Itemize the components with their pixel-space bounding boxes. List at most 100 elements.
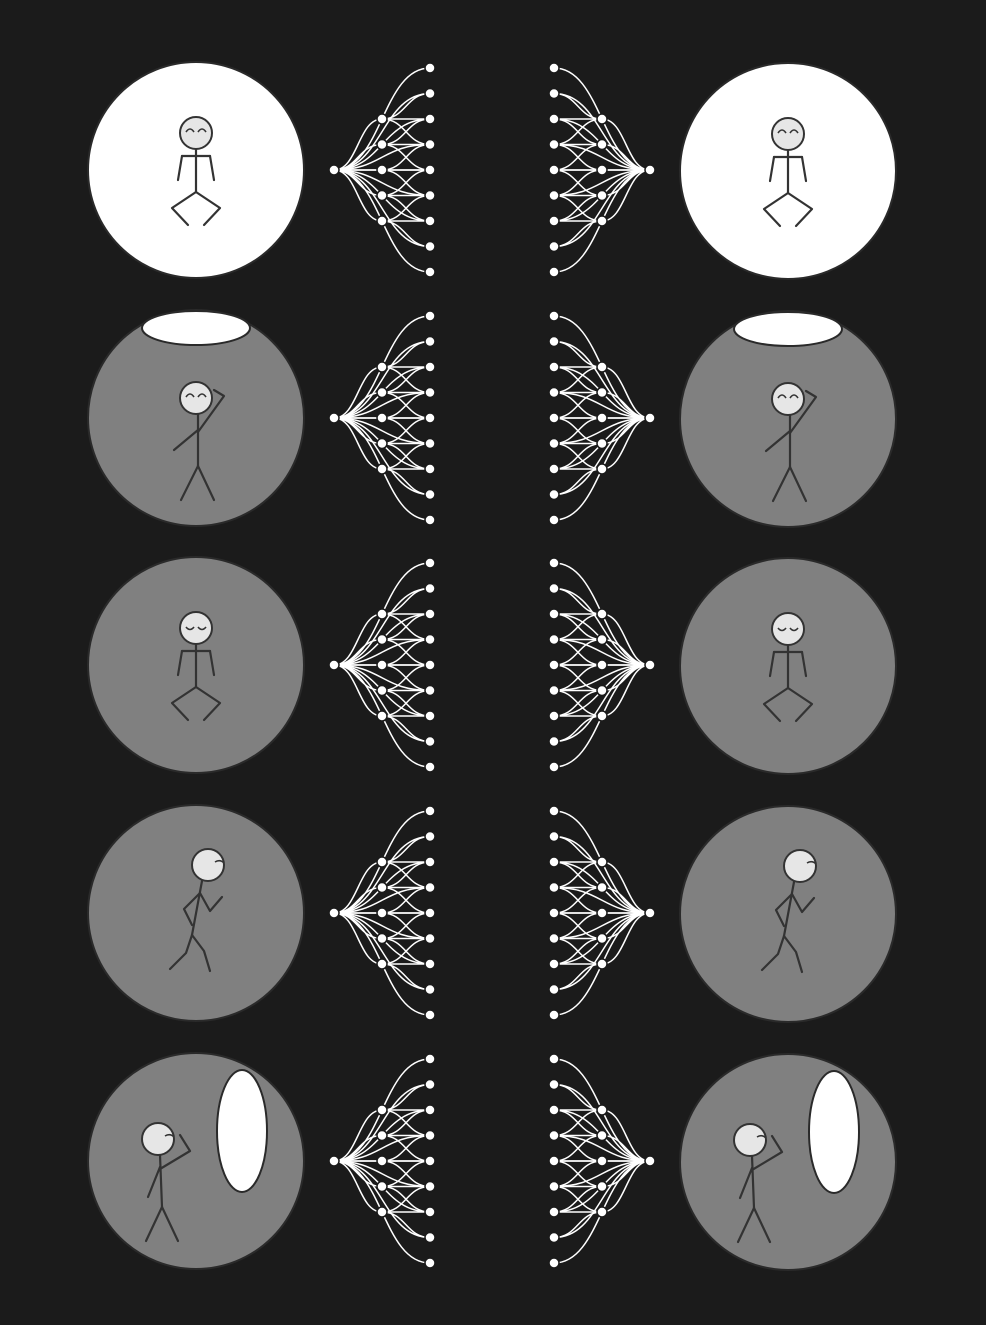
stick-figure xyxy=(762,612,814,723)
latent-node xyxy=(424,386,436,399)
latent-node xyxy=(548,1104,560,1116)
figure-arm-left xyxy=(764,429,792,453)
network-right-4 xyxy=(548,805,656,1021)
hidden-node xyxy=(596,608,608,620)
latent-node xyxy=(424,608,436,620)
latent-node xyxy=(424,881,436,894)
figure-arm-left xyxy=(774,892,794,928)
hidden-node xyxy=(596,710,608,722)
latent-node xyxy=(548,113,560,125)
figure-arm-left xyxy=(146,1165,162,1199)
overhead-light-icon xyxy=(733,311,843,347)
latent-node xyxy=(548,761,560,773)
latent-node xyxy=(424,437,436,450)
scene-input-1 xyxy=(87,61,305,279)
latent-node xyxy=(424,659,436,671)
hidden-node xyxy=(596,684,608,697)
figure-leg-right xyxy=(752,1206,772,1244)
latent-node xyxy=(424,1078,436,1091)
figure-leg-right xyxy=(190,933,212,973)
figure-leg-left xyxy=(760,934,786,972)
latent-node xyxy=(548,582,560,595)
latent-node xyxy=(424,412,436,424)
eyes-smiling-icon xyxy=(185,393,207,398)
hidden-node xyxy=(596,437,608,450)
stick-figure xyxy=(172,381,226,502)
latent-node xyxy=(424,215,436,227)
latent-node xyxy=(424,1257,436,1269)
input-node xyxy=(644,1155,656,1167)
latent-node xyxy=(548,684,560,697)
latent-node xyxy=(424,62,436,74)
latent-node xyxy=(548,557,560,569)
latent-node xyxy=(548,335,560,348)
hidden-node xyxy=(596,361,608,373)
latent-node xyxy=(424,958,436,970)
figure-head xyxy=(179,116,213,150)
scene-output-4 xyxy=(679,805,897,1023)
latent-node xyxy=(424,582,436,595)
latent-node xyxy=(548,361,560,373)
latent-node xyxy=(548,932,560,945)
latent-node xyxy=(548,240,560,253)
latent-node xyxy=(424,189,436,202)
network-nodes xyxy=(328,62,436,278)
hidden-node xyxy=(376,113,388,125)
latent-node xyxy=(548,1206,560,1218)
latent-node xyxy=(548,412,560,424)
figure-leg-right xyxy=(788,465,808,503)
hidden-node xyxy=(376,189,388,202)
latent-node xyxy=(548,659,560,671)
hidden-node xyxy=(596,856,608,868)
hidden-node xyxy=(376,215,388,227)
input-node xyxy=(644,659,656,671)
figure-arm-left xyxy=(768,155,776,183)
stick-figure xyxy=(733,1123,784,1244)
figure-arm-right xyxy=(198,891,224,913)
hidden-node xyxy=(596,932,608,945)
figure-leg-right xyxy=(160,1205,180,1243)
latent-node xyxy=(424,1155,436,1167)
latent-node xyxy=(424,710,436,722)
network-right-2 xyxy=(548,310,656,526)
eye-side-icon xyxy=(756,1134,767,1139)
hidden-node xyxy=(376,1129,388,1142)
latent-node xyxy=(548,1009,560,1021)
hidden-node xyxy=(376,361,388,373)
latent-node xyxy=(424,830,436,843)
hidden-node xyxy=(376,437,388,450)
latent-node xyxy=(424,907,436,919)
stick-figure xyxy=(170,611,222,722)
figure-arm-left xyxy=(176,649,184,677)
latent-node xyxy=(548,907,560,919)
hidden-node xyxy=(596,138,608,151)
figure-arm-left xyxy=(768,650,776,678)
latent-node xyxy=(548,856,560,868)
hidden-node xyxy=(376,386,388,399)
eye-side-icon xyxy=(164,1133,175,1138)
eyes-closed-icon xyxy=(777,627,799,632)
hidden-node xyxy=(376,138,388,151)
scene-output-5 xyxy=(679,1053,897,1271)
figure-leg-right xyxy=(196,464,216,502)
figure-leg-left xyxy=(736,1206,756,1244)
scene-output-1 xyxy=(679,62,897,280)
network-nodes xyxy=(548,557,656,773)
figure-leg-right xyxy=(194,685,222,722)
latent-node xyxy=(424,735,436,748)
latent-node xyxy=(548,1053,560,1065)
figure-arm-right xyxy=(208,154,216,182)
latent-node xyxy=(548,164,560,176)
eyes-closed-icon xyxy=(185,626,207,631)
figure-arm-left xyxy=(176,154,184,182)
figure-arm-right xyxy=(750,1134,784,1172)
stick-figure xyxy=(141,1122,192,1243)
hidden-node xyxy=(376,633,388,646)
eyes-smiling-icon xyxy=(777,129,799,134)
input-node xyxy=(328,164,340,176)
hidden-node xyxy=(596,958,608,970)
hidden-node xyxy=(376,710,388,722)
figure-head xyxy=(733,1123,767,1157)
latent-node xyxy=(424,983,436,996)
figure-leg-right xyxy=(194,190,222,227)
